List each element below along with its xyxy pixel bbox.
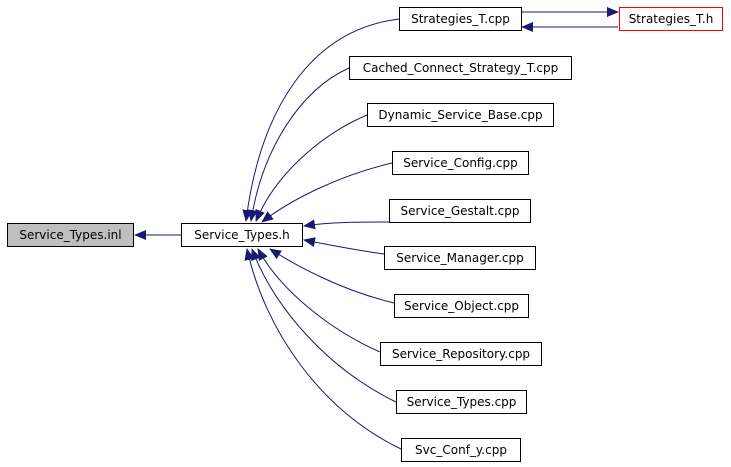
node-service-manager-cpp[interactable]: Service_Manager.cpp (384, 246, 536, 270)
node-service-types-h[interactable]: Service_Types.h (181, 223, 303, 247)
node-service-object-cpp[interactable]: Service_Object.cpp (394, 294, 529, 318)
node-cached-connect-strategy-t-cpp[interactable]: Cached_Connect_Strategy_T.cpp (349, 56, 572, 80)
edge-cached-connect-strategy (247, 67, 350, 222)
node-strategies-t-cpp[interactable]: Strategies_T.cpp (399, 7, 522, 31)
edge-service-object (269, 248, 395, 304)
node-svc-conf-y-cpp[interactable]: Svc_Conf_y.cpp (401, 438, 521, 462)
edge-service-config (261, 162, 393, 223)
node-service-config-cpp[interactable]: Service_Config.cpp (392, 151, 529, 175)
node-strategies-t-h[interactable]: Strategies_T.h (619, 7, 723, 31)
node-service-gestalt-cpp[interactable]: Service_Gestalt.cpp (389, 199, 531, 223)
node-dynamic-service-base-cpp[interactable]: Dynamic_Service_Base.cpp (367, 103, 554, 127)
edge-service-manager (303, 237, 385, 255)
edge-service-repository (257, 248, 381, 353)
node-service-types-cpp[interactable]: Service_Types.cpp (396, 390, 527, 414)
edge-svc-conf-y (244, 248, 402, 450)
edge-service-types-cpp (251, 248, 397, 403)
node-service-repository-cpp[interactable]: Service_Repository.cpp (380, 342, 542, 366)
edge-strategies-t-cpp (242, 18, 400, 222)
edge-service-gestalt (303, 219, 390, 230)
edge-dynamic-service-base (255, 114, 368, 222)
node-service-types-inl: Service_Types.inl (7, 223, 134, 247)
